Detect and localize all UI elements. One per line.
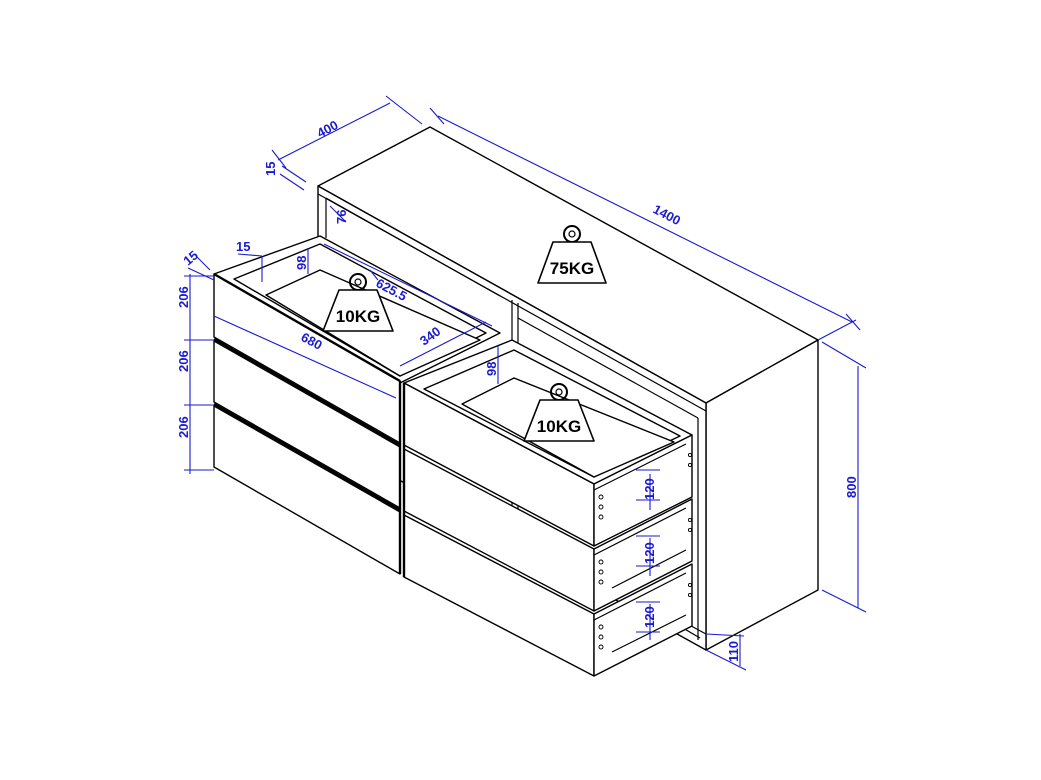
right-drawers <box>402 339 693 677</box>
dim-drawer-inner-h: 98 <box>294 256 309 270</box>
dim-front-h1: 206 <box>176 286 191 308</box>
left-front-gap-2 <box>213 402 401 512</box>
dim-right-h3: 120 <box>642 606 657 628</box>
dim-right-drawer-inner-h: 98 <box>484 362 499 376</box>
right-drawer-3-side-inner <box>593 572 687 621</box>
dim-depth-top: 400 <box>314 117 340 140</box>
right-opening-top <box>517 317 699 419</box>
right-drawer-2-side <box>593 498 693 612</box>
left-opening-top <box>325 197 501 297</box>
dim-panel-top: 15 <box>263 162 278 176</box>
weight-icon-left-drawer: 10KG <box>322 273 394 332</box>
dim-base-height: 110 <box>726 641 741 662</box>
right-drawer-2-floor <box>611 549 687 589</box>
right-drawer-1-side <box>593 434 693 547</box>
dim-front-h2: 206 <box>176 350 191 372</box>
weight-icon-right-drawer: 10KG <box>523 383 595 442</box>
dim-drawer-side: 15 <box>180 248 201 269</box>
right-drawer-2-side-inner <box>593 507 687 556</box>
left-front-top-edge <box>213 272 401 383</box>
dim-front-h3: 206 <box>176 416 191 438</box>
right-drawer-3-floor <box>611 614 687 653</box>
drawer-holes <box>598 452 693 650</box>
right-drawer-3-side <box>593 563 693 677</box>
dim-overall-height: 800 <box>844 476 859 498</box>
load-right-drawer-label: 10KG <box>537 417 581 436</box>
dim-drawer-panel: 15 <box>236 239 250 254</box>
dim-right-h2: 120 <box>642 542 657 564</box>
dimension-lines <box>184 95 867 671</box>
dim-inner-top: 76 <box>334 210 349 224</box>
left-front-gap-1 <box>213 337 401 447</box>
dim-right-h1: 120 <box>642 478 657 500</box>
weight-icon-top: 75KG <box>537 225 607 284</box>
load-top-label: 75KG <box>550 259 594 278</box>
right-drawer-1-side-inner <box>593 443 687 491</box>
load-left-drawer-label: 10KG <box>336 307 380 326</box>
